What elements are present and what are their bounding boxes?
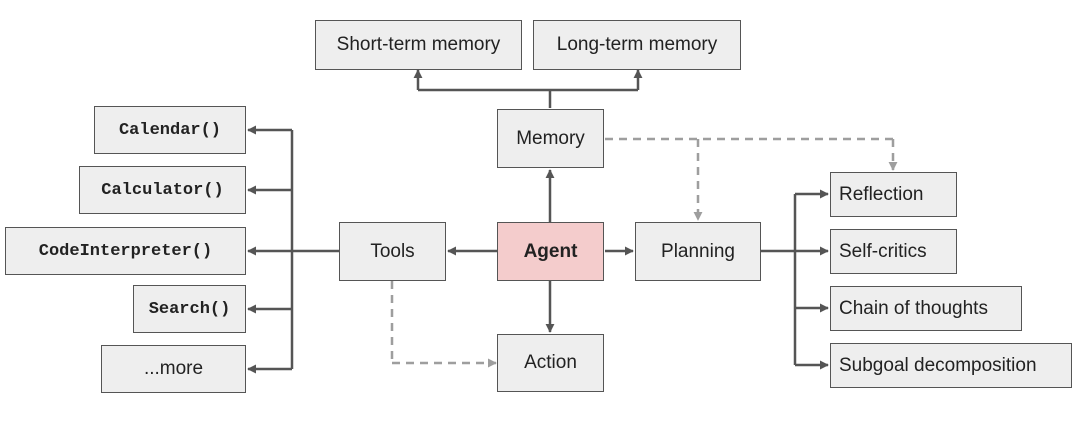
- dashed-edge-tools-action: [390, 281, 497, 368]
- self-critics-box: Self-critics: [830, 229, 957, 274]
- long-term-memory-box: Long-term memory: [533, 20, 741, 70]
- more-tools-box: ...more: [101, 345, 246, 393]
- edge-tools-children: [247, 125, 340, 374]
- code-interpreter-tool-box: CodeInterpreter(): [5, 227, 246, 275]
- short-term-memory-box: Short-term memory: [315, 20, 522, 70]
- chain-of-thoughts-box: Chain of thoughts: [830, 286, 1022, 331]
- tools-box: Tools: [339, 222, 446, 281]
- calculator-tool-box: Calculator(): [79, 166, 246, 214]
- dashed-edge-memory-planning-reflection: [605, 137, 898, 221]
- search-tool-box: Search(): [133, 285, 246, 333]
- agent-box: Agent: [497, 222, 604, 281]
- edge-memory-children: [413, 69, 643, 108]
- action-box: Action: [497, 334, 604, 392]
- planning-box: Planning: [635, 222, 761, 281]
- edge-planning-children: [761, 189, 829, 370]
- subgoal-decomposition-box: Subgoal decomposition: [830, 343, 1072, 388]
- memory-box: Memory: [497, 109, 604, 168]
- calendar-tool-box: Calendar(): [94, 106, 246, 154]
- reflection-box: Reflection: [830, 172, 957, 217]
